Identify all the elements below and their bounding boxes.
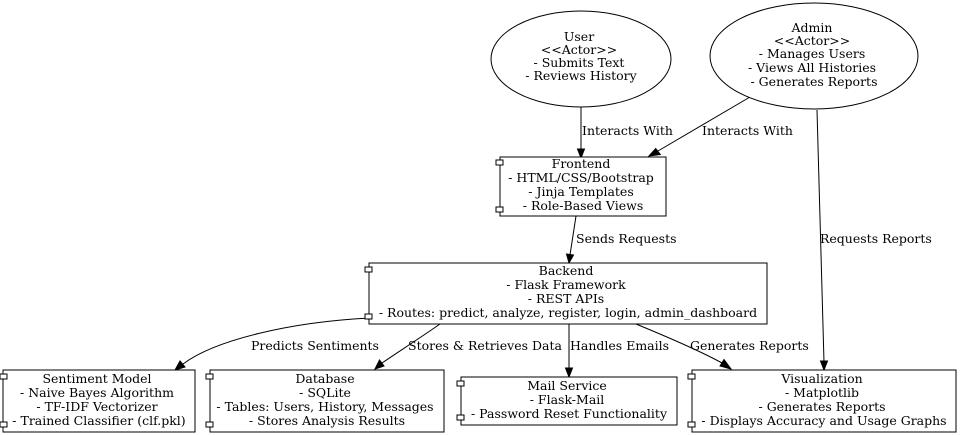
node-mail-service: Mail Service - Flask-Mail - Password Res…: [456, 376, 678, 426]
node-user-text: User <<Actor>> - Submits Text - Reviews …: [525, 29, 637, 83]
node-database-text: Database - SQLite - Tables: Users, Histo…: [216, 371, 437, 428]
edge-label-backend-mail: Handles Emails: [570, 338, 669, 353]
edge-backend-database: Stores & Retrieves Data: [374, 323, 563, 370]
edge-admin-frontend: Interacts With: [647, 96, 793, 157]
node-user: User <<Actor>> - Submits Text - Reviews …: [490, 10, 672, 108]
edge-user-frontend: Interacts With: [576, 107, 673, 160]
node-admin: Admin <<Actor>> - Manages Users - Views …: [709, 2, 919, 110]
node-database: Database - SQLite - Tables: Users, Histo…: [205, 369, 445, 433]
edge-admin-visualization: Requests Reports: [816, 109, 932, 372]
node-sentiment-model: Sentiment Model - Naive Bayes Algorithm …: [0, 369, 196, 433]
edge-label-admin-frontend: Interacts With: [702, 123, 793, 138]
edge-label-backend-database: Stores & Retrieves Data: [408, 338, 563, 353]
edge-backend-visualization: Generates Reports: [635, 323, 809, 370]
node-frontend: Frontend - HTML/CSS/Bootstrap - Jinja Te…: [495, 156, 667, 217]
edge-label-frontend-backend: Sends Requests: [576, 231, 677, 246]
edge-backend-mail: Handles Emails: [564, 324, 669, 379]
node-backend-text: Backend - Flask Framework - REST APIs - …: [379, 263, 757, 320]
node-admin-text: Admin <<Actor>> - Manages Users - Views …: [748, 20, 880, 89]
node-mail-service-text: Mail Service - Flask-Mail - Password Res…: [471, 378, 668, 421]
edge-backend-sentiment: Predicts Sentiments: [173, 317, 379, 371]
node-frontend-text: Frontend - HTML/CSS/Bootstrap - Jinja Te…: [508, 156, 658, 213]
node-visualization-text: Visualization - Matplotlib - Generates R…: [701, 371, 946, 428]
edge-frontend-backend: Sends Requests: [565, 215, 677, 265]
edge-label-backend-visualization: Generates Reports: [690, 338, 809, 353]
edge-label-user-frontend: Interacts With: [582, 123, 673, 138]
node-backend: Backend - Flask Framework - REST APIs - …: [364, 262, 768, 325]
edge-label-admin-visualization: Requests Reports: [820, 231, 932, 246]
node-sentiment-model-text: Sentiment Model - Naive Bayes Algorithm …: [12, 371, 185, 428]
edge-label-backend-sentiment: Predicts Sentiments: [251, 338, 379, 353]
node-visualization: Visualization - Matplotlib - Generates R…: [687, 369, 957, 433]
